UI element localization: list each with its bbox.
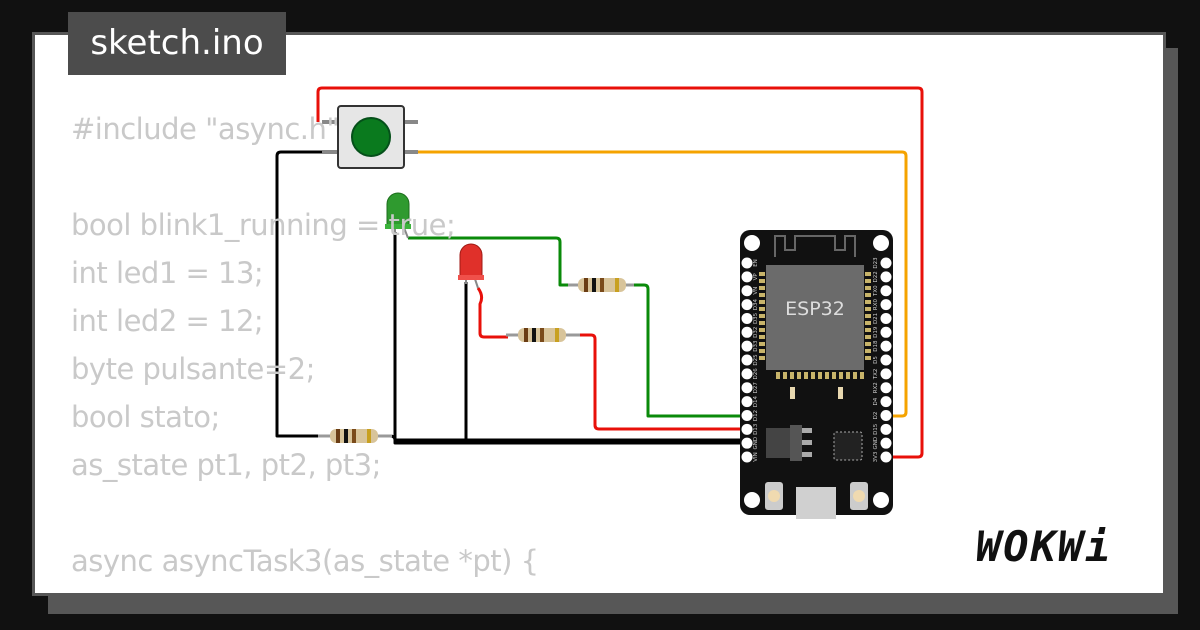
pin-en[interactable] bbox=[741, 257, 753, 269]
pin-label: D26 bbox=[753, 368, 759, 380]
wire-orange-d2 bbox=[415, 150, 908, 418]
pin-label: VIN bbox=[753, 452, 759, 462]
pin-d27[interactable] bbox=[741, 382, 753, 394]
pin-label: D15 bbox=[873, 423, 879, 435]
wire-black-gnd2 bbox=[393, 440, 747, 445]
pushbutton[interactable] bbox=[322, 105, 418, 169]
pin-d32[interactable] bbox=[741, 326, 753, 338]
pin-rx2[interactable] bbox=[880, 382, 892, 394]
pin-label: D25 bbox=[753, 354, 759, 366]
pin-label: RX0 bbox=[873, 299, 879, 311]
green-led[interactable] bbox=[385, 192, 411, 239]
pin-label: D32 bbox=[753, 327, 759, 338]
pin-gnd[interactable] bbox=[741, 437, 753, 449]
pin-label: D23 bbox=[873, 257, 879, 269]
resistor-button[interactable] bbox=[318, 429, 392, 443]
pin-tx2[interactable] bbox=[880, 368, 892, 380]
pin-d35[interactable] bbox=[741, 312, 753, 324]
pin-d4[interactable] bbox=[880, 396, 892, 408]
pin-label: EN bbox=[753, 259, 759, 267]
pin-label: D18 bbox=[873, 340, 879, 352]
pin-tx0[interactable] bbox=[880, 285, 892, 297]
pin-label: D4 bbox=[873, 397, 879, 405]
pin-d12[interactable] bbox=[741, 409, 753, 421]
pin-label: TX2 bbox=[873, 369, 879, 381]
resistor-green[interactable] bbox=[568, 278, 634, 292]
pin-d15[interactable] bbox=[880, 423, 892, 435]
pin-label: D13 bbox=[753, 423, 759, 435]
pin-label: GND bbox=[873, 437, 879, 450]
pin-label: D21 bbox=[873, 313, 879, 324]
pin-label: D35 bbox=[753, 312, 759, 324]
pin-d25[interactable] bbox=[741, 354, 753, 366]
chip-label: ESP32 bbox=[785, 298, 845, 320]
pin-d18[interactable] bbox=[880, 340, 892, 352]
pin-label: D19 bbox=[873, 326, 879, 338]
pin-d13[interactable] bbox=[741, 423, 753, 435]
wokwi-logo: WOKWi bbox=[976, 522, 1113, 571]
pin-label: D27 bbox=[753, 382, 759, 394]
pin-rx0[interactable] bbox=[880, 299, 892, 311]
preview-card bbox=[32, 32, 1166, 596]
red-led[interactable] bbox=[458, 243, 484, 289]
wire-black-gnd bbox=[389, 434, 747, 442]
pin-label: VN bbox=[753, 287, 759, 295]
pin-vn[interactable] bbox=[741, 285, 753, 297]
pin-d21[interactable] bbox=[880, 312, 892, 324]
pin-label: RX2 bbox=[873, 382, 879, 393]
esp32-chip bbox=[766, 265, 864, 370]
wire-red-3v3 bbox=[316, 86, 924, 459]
pin-d22[interactable] bbox=[880, 271, 892, 283]
pin-d2[interactable] bbox=[880, 409, 892, 421]
pin-vp[interactable] bbox=[741, 271, 753, 283]
pin-label: D2 bbox=[873, 412, 879, 420]
wire-red-d13 bbox=[476, 287, 747, 431]
pin-label: GND bbox=[753, 437, 759, 450]
pin-label: TX0 bbox=[873, 285, 879, 297]
pin-3v3[interactable] bbox=[880, 451, 892, 463]
wire-green-d12 bbox=[408, 236, 747, 418]
pin-d5[interactable] bbox=[880, 354, 892, 366]
pin-d14[interactable] bbox=[741, 396, 753, 408]
pin-label: 3V3 bbox=[873, 451, 879, 462]
pin-d33[interactable] bbox=[741, 340, 753, 352]
pin-gnd[interactable] bbox=[880, 437, 892, 449]
pin-d19[interactable] bbox=[880, 326, 892, 338]
pin-vin[interactable] bbox=[741, 451, 753, 463]
esp32-board[interactable]: ESP32 ENVPVND34D35D32D33D25D26D27D14D12D… bbox=[740, 230, 893, 519]
file-tab: sketch.ino bbox=[68, 12, 286, 75]
pin-d34[interactable] bbox=[741, 299, 753, 311]
wire-black-button bbox=[275, 150, 333, 438]
pin-label: D22 bbox=[873, 271, 879, 282]
pin-label: D34 bbox=[753, 298, 759, 310]
pin-label: VP bbox=[753, 273, 759, 281]
pin-label: D12 bbox=[753, 410, 759, 421]
pin-d26[interactable] bbox=[741, 368, 753, 380]
pin-label: D14 bbox=[753, 395, 759, 407]
pin-d23[interactable] bbox=[880, 257, 892, 269]
resistor-red[interactable] bbox=[506, 328, 580, 342]
pin-label: D33 bbox=[753, 340, 759, 352]
pin-label: D5 bbox=[873, 356, 879, 364]
usb-port bbox=[796, 487, 836, 519]
